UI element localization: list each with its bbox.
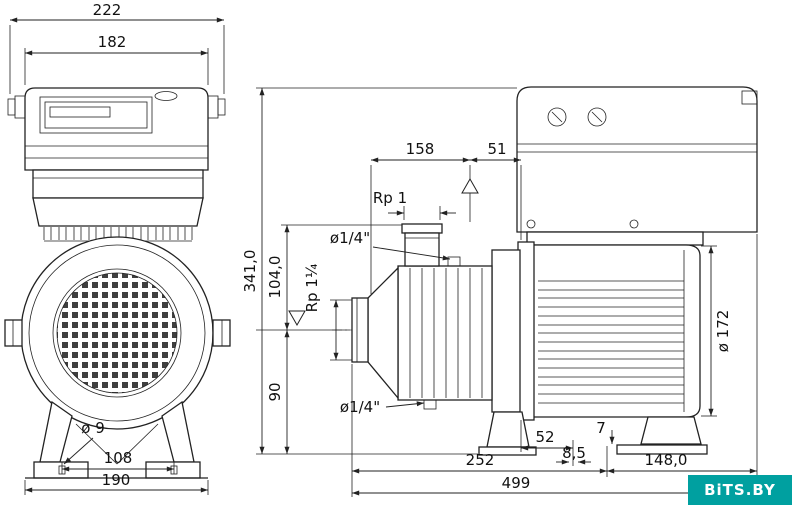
lid-screw-left — [547, 107, 567, 127]
fan-shroud — [4, 236, 231, 430]
fan-grille — [56, 272, 178, 394]
motor — [517, 241, 701, 421]
flow-marker-down-icon — [288, 310, 306, 327]
dimension-motor-diameter: ø 172 — [701, 245, 732, 417]
discharge-pipe — [404, 232, 440, 267]
gauge-port — [447, 256, 461, 267]
dim-front-overall-width: 222 — [93, 1, 122, 19]
dimension-box-width: 182 — [24, 33, 209, 85]
dim-front-base-width: 190 — [102, 471, 131, 489]
dim-front-foot-hole: ø 9 — [81, 419, 105, 437]
dimension-heights: 341,0 104,0 90 — [241, 87, 517, 455]
drain-port — [423, 399, 437, 410]
lid-screw-right — [587, 107, 607, 127]
side-view: 158 51 Rp 1 ø1/4" Rp 1¼ — [241, 86, 758, 497]
front-feet — [25, 400, 208, 479]
dim-side-foot-slot: 8,5 — [562, 444, 586, 462]
label-discharge-port: Rp 1 — [373, 189, 407, 207]
dim-side-suction-height: 90 — [266, 382, 284, 401]
pump-foot — [486, 411, 530, 448]
dimension-foot-spacing: 108 — [61, 449, 175, 474]
dimension-gauge-port: ø1/4" — [330, 229, 451, 261]
dim-side-pump-length: 158 — [406, 140, 435, 158]
dimension-overall-width: 222 — [9, 1, 225, 94]
dimension-drain-port: ø1/4" — [340, 398, 425, 416]
watermark-badge: BiTS.BY — [688, 475, 792, 505]
dim-side-discharge-height: 104,0 — [266, 256, 284, 299]
dimension-base-width: 190 — [24, 471, 209, 495]
discharge-casing — [491, 249, 521, 413]
suction-flange — [351, 297, 369, 363]
discharge-flange — [401, 223, 443, 234]
pump-shoulder — [32, 169, 204, 242]
dim-front-box-width: 182 — [98, 33, 127, 51]
dim-side-coupling-length: 51 — [487, 140, 506, 158]
dimension-bottom-lengths: 7 52 8,5 252 148,0 499 — [351, 234, 758, 497]
dim-side-overall-length: 499 — [502, 474, 531, 492]
dimension-foot-hole: ø 9 — [63, 419, 105, 465]
dimension-top-lengths: 158 51 — [370, 140, 522, 294]
stage-casing — [397, 265, 493, 401]
suction-cone — [367, 266, 399, 400]
stage-seams — [409, 268, 483, 398]
watermark-text: BiTS.BY — [704, 481, 776, 499]
clamp-left — [4, 319, 23, 347]
front-view: 222 182 ø 9 108 190 — [4, 1, 231, 495]
dim-side-base-length: 252 — [466, 451, 495, 469]
cable-gland — [741, 90, 758, 105]
dimension-discharge-port: Rp 1 — [373, 189, 456, 220]
motor-fins — [538, 280, 684, 404]
dim-side-overall-height: 341,0 — [241, 250, 259, 293]
button-oval — [154, 91, 178, 101]
dim-side-pad-height: 7 — [596, 419, 606, 437]
terminal-box — [516, 86, 758, 246]
dim-side-motor-diameter: ø 172 — [714, 310, 732, 353]
dim-front-foot-spacing: 108 — [104, 449, 133, 467]
display-screen — [39, 96, 153, 134]
label-suction-port: Rp 1¼ — [303, 263, 321, 312]
dimension-suction-port: Rp 1¼ — [288, 263, 352, 361]
control-box — [7, 87, 226, 171]
cooling-ribs — [43, 227, 193, 240]
label-gauge-port-top: ø1/4" — [330, 229, 370, 247]
label-drain-port: ø1/4" — [340, 398, 380, 416]
clamp-right — [212, 319, 231, 347]
motor-foot — [640, 416, 702, 445]
flow-marker-up-icon — [461, 177, 479, 194]
dim-side-rear-length: 148,0 — [645, 451, 688, 469]
pump-body — [332, 223, 708, 456]
dim-side-foot-offset: 52 — [535, 428, 554, 446]
